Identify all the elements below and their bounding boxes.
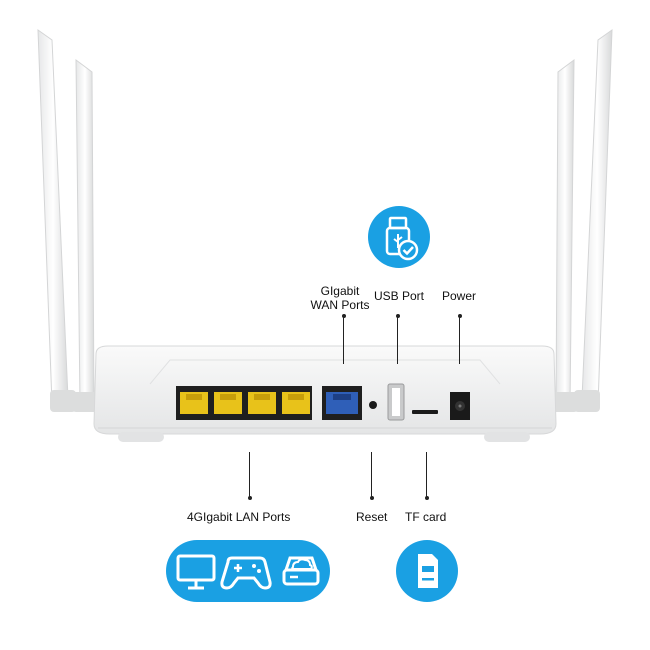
cloud-storage-icon <box>282 556 320 586</box>
lan-callout-line <box>249 452 250 498</box>
tf-card-callout-dot <box>425 496 429 500</box>
antenna-left-outer <box>37 29 76 412</box>
antenna-right-outer <box>574 29 613 412</box>
reset-callout-dot <box>370 496 374 500</box>
antenna-right-inner <box>550 58 578 412</box>
lan-port <box>180 392 208 414</box>
reset-hole <box>369 401 377 409</box>
lan-ports <box>176 386 312 420</box>
lan-ports-label: 4GIgabit LAN Ports <box>187 510 291 524</box>
tf-card-callout-line <box>426 452 427 498</box>
power-callout-dot <box>458 314 462 318</box>
lan-port <box>282 392 310 414</box>
reset-callout-line <box>371 452 372 498</box>
gamepad-icon <box>220 556 272 590</box>
sd-card-icon <box>396 540 458 602</box>
power-jack <box>450 392 470 420</box>
wan-callout-line <box>343 316 344 364</box>
antenna-left-inner <box>72 58 100 412</box>
power-label: Power <box>442 289 477 303</box>
wan-ports-label: GIgabit WAN Ports <box>310 284 370 312</box>
usb-port-label: USB Port <box>374 289 425 303</box>
monitor-icon <box>176 554 216 590</box>
tf-card-slot <box>412 410 438 414</box>
power-callout-line <box>459 316 460 364</box>
wan-port <box>322 386 362 420</box>
usb-drive-check-icon <box>368 206 430 268</box>
wan-callout-dot <box>342 314 346 318</box>
tf-card-label: TF card <box>405 510 447 524</box>
lan-devices-badge <box>166 540 330 602</box>
lan-port <box>248 392 276 414</box>
usb-callout-dot <box>396 314 400 318</box>
usb-port <box>387 383 405 421</box>
lan-callout-dot <box>248 496 252 500</box>
usb-callout-line <box>397 316 398 364</box>
lan-port <box>214 392 242 414</box>
reset-label: Reset <box>356 510 388 524</box>
